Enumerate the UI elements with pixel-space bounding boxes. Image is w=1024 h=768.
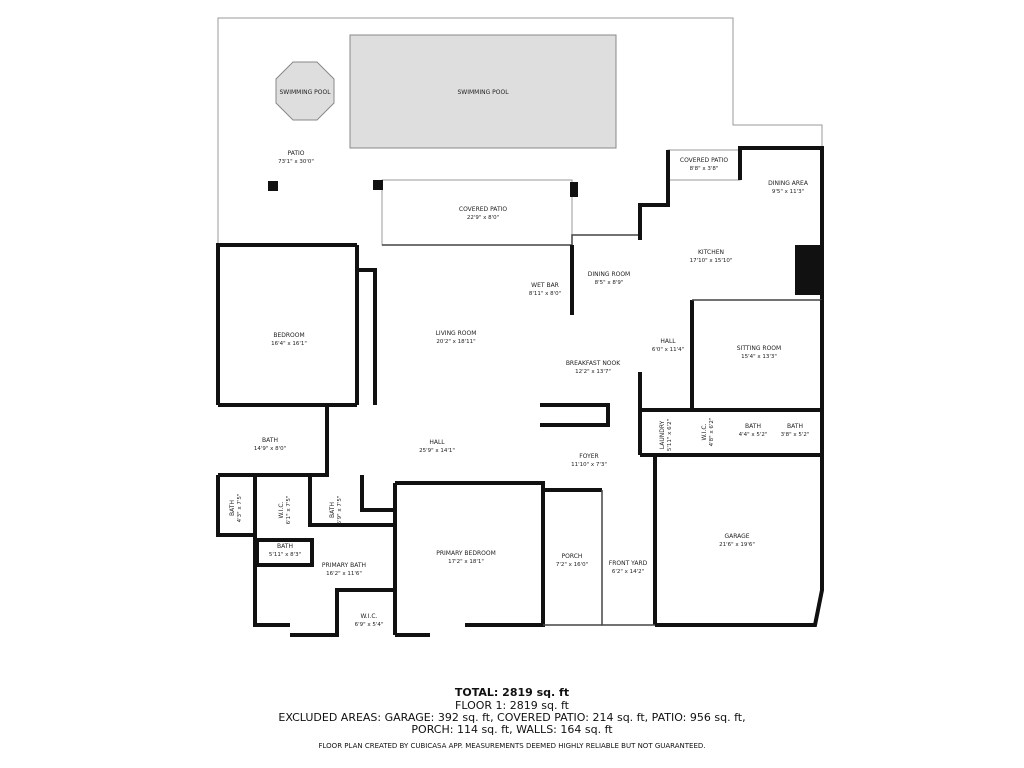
dims-bath-mid: 5'9" x 7'5": [337, 496, 343, 525]
label-dining-room: DINING ROOM: [588, 271, 630, 278]
dims-kitchen: 17'10" x 15'10": [690, 258, 733, 264]
dims-primary-bedroom: 17'2" x 18'1": [448, 559, 484, 565]
dims-wic-west: 6'1" x 7'5": [286, 496, 292, 525]
dims-patio: 73'1" x 30'0": [278, 159, 314, 165]
label-dining-area: DINING AREA: [768, 180, 809, 187]
label-bedroom: BEDROOM: [273, 332, 304, 339]
dims-bedroom: 16'4" x 16'1": [271, 341, 307, 347]
label-primary-bath: PRIMARY BATH: [322, 562, 366, 569]
excluded-areas-cont: PORCH: 114 sq. ft, WALLS: 164 sq. ft: [411, 723, 613, 736]
dims-bath-west: 4'3" x 7'5": [237, 494, 243, 523]
label-bath-west: BATH: [229, 500, 236, 516]
label-wic-west: W.I.C.: [278, 501, 285, 518]
dims-bath-east1: 4'4" x 5'2": [739, 432, 768, 438]
dims-hall: 25'9" x 14'1": [419, 448, 455, 454]
dims-wet-bar: 8'11" x 8'0": [529, 291, 561, 297]
dims-garage: 21'6" x 19'6": [719, 542, 755, 548]
total-area: TOTAL: 2819 sq. ft: [454, 686, 570, 699]
label-wic-east: W.I.C.: [701, 423, 708, 440]
label-sitting-room: SITTING ROOM: [737, 345, 781, 352]
label-bath-small: BATH: [277, 543, 293, 550]
label-bath: BATH: [262, 437, 278, 444]
label-bath-east2: BATH: [787, 423, 803, 430]
disclaimer: FLOOR PLAN CREATED BY CUBICASA APP. MEAS…: [318, 742, 706, 750]
label-porch: PORCH: [562, 553, 583, 560]
dims-wic-east: 4'8" x 6'2": [709, 418, 715, 447]
dims-living-room: 20'2" x 18'11": [436, 339, 475, 345]
label-wet-bar: WET BAR: [531, 282, 559, 289]
dims-hall-east: 6'0" x 11'4": [652, 347, 684, 353]
label-hall: HALL: [429, 439, 445, 446]
dims-covered-patio: 22'9" x 8'0": [467, 215, 499, 221]
dims-dining-room: 8'5" x 8'9": [595, 280, 624, 286]
label-living-room: LIVING ROOM: [436, 330, 477, 337]
dims-bath-east2: 3'8" x 5'2": [781, 432, 810, 438]
dims-dining-area: 9'5" x 11'3": [772, 189, 804, 195]
label-covered-patio-small: COVERED PATIO: [680, 157, 728, 164]
column: [373, 180, 383, 190]
label-kitchen: KITCHEN: [698, 249, 724, 256]
floor-area: FLOOR 1: 2819 sq. ft: [455, 699, 569, 712]
dims-bath-small: 5'11" x 8'3": [269, 552, 301, 558]
label-front-yard: FRONT YARD: [609, 560, 648, 567]
label-hall-east: HALL: [660, 338, 676, 345]
label-primary-bedroom: PRIMARY BEDROOM: [436, 550, 496, 557]
column: [570, 182, 578, 197]
walls: [216, 146, 824, 637]
patio-outline: [217, 17, 823, 245]
dims-breakfast-nook: 12'2" x 13'7": [575, 369, 611, 375]
label-wic-primary: W.I.C.: [361, 613, 378, 620]
dims-sitting-room: 15'4" x 13'3": [741, 354, 777, 360]
label-garage: GARAGE: [724, 533, 749, 540]
dims-front-yard: 6'2" x 14'2": [612, 569, 644, 575]
label-laundry: LAUNDRY: [659, 420, 666, 449]
dims-foyer: 11'10" x 7'3": [571, 462, 607, 468]
dims-porch: 7'2" x 16'0": [556, 562, 588, 568]
label-bath-east1: BATH: [745, 423, 761, 430]
label-foyer: FOYER: [579, 453, 598, 460]
dims-primary-bath: 16'2" x 11'6": [326, 571, 362, 577]
round-pool: [275, 61, 335, 121]
floor-plan: SWIMMING POOL SWIMMING POOL PATIO 73'1" …: [216, 17, 824, 637]
excluded-areas: EXCLUDED AREAS: GARAGE: 392 sq. ft, COVE…: [278, 711, 746, 724]
covered-patio-small-area: [667, 149, 741, 181]
dims-bath: 14'9" x 8'0": [254, 446, 286, 452]
label-bath-mid: BATH: [329, 502, 336, 518]
label-pool: SWIMMING POOL: [457, 89, 509, 96]
column: [268, 181, 278, 191]
dims-covered-patio-small: 8'8" x 3'8": [690, 166, 719, 172]
label-breakfast-nook: BREAKFAST NOOK: [566, 360, 621, 367]
label-patio: PATIO: [287, 150, 304, 157]
swimming-pool: [349, 34, 617, 149]
label-round-pool: SWIMMING POOL: [279, 89, 331, 96]
dims-wic-primary: 6'9" x 5'4": [355, 622, 384, 628]
label-covered-patio: COVERED PATIO: [459, 206, 507, 213]
dims-laundry: 5'11" x 6'2": [667, 419, 673, 451]
